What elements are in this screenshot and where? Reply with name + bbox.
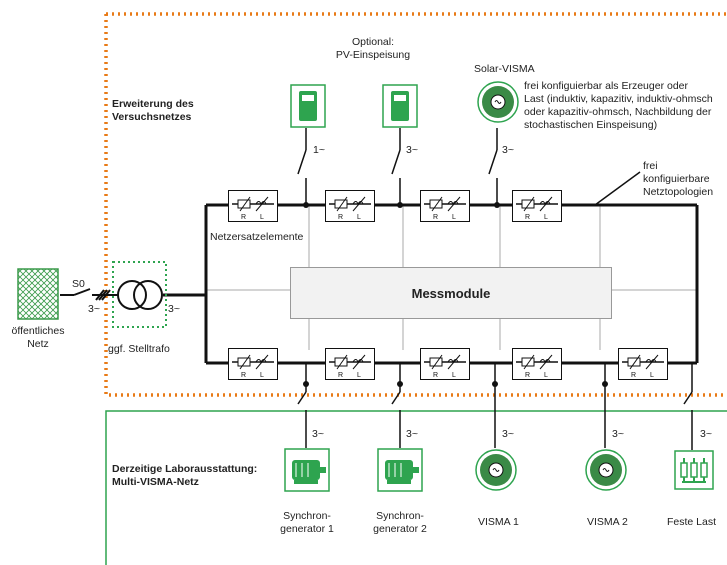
bottom-junctions [303,381,608,387]
public-grid-icon[interactable] [17,268,59,320]
synchronous-machine-icon [377,448,423,492]
svg-text:R: R [241,372,246,379]
stelltrafo-label: ggf. Stelltrafo [108,343,170,355]
solar-visma-label: Solar-VISMA [474,63,535,75]
pv2-phase-label: 3~ [406,144,418,156]
solar-visma-description: frei konfiguierbar als Erzeuger oder Las… [524,80,713,131]
rl-element-bottom-5[interactable]: R L [618,348,668,380]
svg-text:R: R [525,214,530,221]
netzersatz-label: Netzersatzelemente [210,231,304,243]
rl-impedance-icon: R L [228,190,278,222]
rl-impedance-icon: R L [618,348,668,380]
rl-impedance-icon: R L [420,190,470,222]
visma1-label: VISMA 1 [478,516,519,528]
svg-text:R: R [525,372,530,379]
sync1-phase-label: 3~ [312,428,324,440]
visma-disc-icon [585,449,627,491]
svg-text:R: R [433,214,438,221]
optional-pv-label: Optional: PV-Einspeisung [335,36,411,61]
visma-disc-icon [475,449,517,491]
svg-text:L: L [452,214,456,221]
visma-disc-icon [477,81,519,123]
stelltrafo-dotted-box [112,261,167,328]
solar-phase-label: 3~ [502,144,514,156]
top-feeders [297,128,498,205]
public-grid-label: öffentliches Netz [11,325,65,350]
visma2-label: VISMA 2 [587,516,628,528]
lab-area-border [105,410,727,565]
visma-2-unit[interactable] [584,448,628,492]
expansion-title: Erweiterung des Versuchsnetzes [112,98,194,123]
sync2-label: Synchron- generator 2 [373,510,427,535]
feste-last-label: Feste Last [667,516,717,528]
load-phase-label: 3~ [700,428,712,440]
synchron-generator-2[interactable] [377,448,423,492]
transformer-icon [117,280,163,310]
synchron-generator-1[interactable] [284,448,330,492]
pv-cabinet-icon [290,84,326,128]
trafo-3phase-label: 3~ [168,303,180,315]
rl-impedance-icon: R L [228,348,278,380]
switch-s0-label: S0 [72,278,85,290]
pv-unit-1[interactable] [290,84,326,128]
pv-unit-2[interactable] [382,84,418,128]
rl-impedance-icon: R L [512,348,562,380]
visma2-phase-label: 3~ [612,428,624,440]
top-junctions [303,202,500,208]
sync2-phase-label: 3~ [406,428,418,440]
rl-element-bottom-2[interactable]: R L [325,348,375,380]
topology-arrow [594,171,641,206]
svg-text:L: L [260,214,264,221]
visma-1-unit[interactable] [474,448,518,492]
sync1-label: Synchron- generator 1 [280,510,334,535]
svg-text:L: L [357,372,361,379]
svg-text:R: R [241,214,246,221]
rl-impedance-icon: R L [512,190,562,222]
messmodule-label: Messmodule [411,285,491,301]
rl-impedance-icon: R L [325,348,375,380]
lab-title: Derzeitige Laborausstattung: Multi-VISMA… [112,463,258,488]
svg-text:L: L [260,372,264,379]
rl-element-top-1[interactable]: R L [228,190,278,222]
grid-connection [60,288,118,301]
svg-text:R: R [338,214,343,221]
feste-last-unit[interactable] [674,450,714,490]
pv-cabinet-icon [382,84,418,128]
solar-visma-unit[interactable] [476,80,520,124]
svg-text:L: L [544,372,548,379]
visma1-phase-label: 3~ [502,428,514,440]
bottom-feeders [297,363,693,450]
svg-text:R: R [631,372,636,379]
svg-text:R: R [433,372,438,379]
svg-text:R: R [338,372,343,379]
rl-element-top-3[interactable]: R L [420,190,470,222]
messmodule-box[interactable]: Messmodule [290,267,612,319]
rl-impedance-icon: R L [420,348,470,380]
rl-element-bottom-4[interactable]: R L [512,348,562,380]
synchronous-machine-icon [284,448,330,492]
pv1-phase-label: 1~ [313,144,325,156]
rl-impedance-icon: R L [325,190,375,222]
svg-text:L: L [650,372,654,379]
svg-text:L: L [544,214,548,221]
rl-element-top-2[interactable]: R L [325,190,375,222]
svg-text:L: L [357,214,361,221]
rl-element-top-4[interactable]: R L [512,190,562,222]
svg-text:L: L [452,372,456,379]
rl-element-bottom-3[interactable]: R L [420,348,470,380]
resistor-load-icon [674,450,714,490]
expansion-area-border [104,12,727,397]
rl-element-bottom-1[interactable]: R L [228,348,278,380]
grid-3phase-label: 3~ [88,303,100,315]
topology-note: frei konfiguierbare Netztopologien [643,160,714,198]
